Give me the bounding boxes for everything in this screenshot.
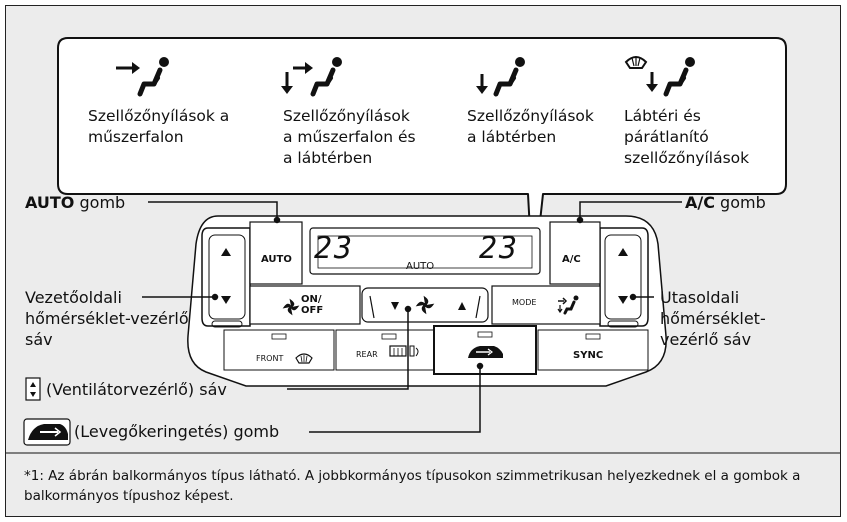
passenger-temp-line3: vezérlő sáv [660,330,752,349]
sync-button-label: SYNC [573,350,604,361]
front-defrost-icon [295,353,313,364]
driver-temp-callout: Vezetőoldali hőmérséklet-vezérlő sáv [25,287,189,350]
vent-feet-defrost-icon [624,56,695,97]
leader-lines [142,201,682,433]
mode-2-line1: Szellőzőnyílások [283,107,410,125]
auto-callout-rest: gomb [74,193,126,212]
display-left-temp: 23 [314,231,355,266]
mode-vent-icon [557,295,579,315]
rear-defrost-button[interactable] [335,329,443,371]
auto-button[interactable] [249,221,303,285]
ac-callout-bold: A/C [685,193,715,212]
climate-control-diagram [6,37,840,454]
diagram-frame: Szellőzőnyílások a műszerfalon Szellőzőn… [5,5,841,517]
mode-button-label: MODE [512,298,537,307]
auto-callout-bold: AUTO [25,193,75,212]
fan-down-arrow [391,302,399,310]
mode-3-label: Szellőzőnyílások a lábtérben [467,106,594,148]
auto-callout: AUTO gomb [25,192,125,213]
on-off-bottom: OFF [301,305,324,316]
fan-callout: (Ventilátorvezérlő) sáv [46,380,227,399]
ac-button[interactable] [549,221,601,285]
mode-3-line2: a lábtérben [467,128,557,146]
passenger-temp-callout: Utasoldali hőmérséklet- vezérlő sáv [660,287,766,350]
recirculation-button[interactable] [433,325,537,375]
mode-1-line1: Szellőzőnyílások a [88,107,230,125]
sync-button[interactable] [537,329,649,371]
auto-button-label: AUTO [261,254,292,265]
fan-up-arrow [458,302,466,310]
mode-4-line2: párátlanító [624,128,709,146]
fan-bar-legend-icon [25,377,41,401]
mode-button[interactable] [491,285,601,325]
ac-callout: A/C gomb [685,192,766,213]
fan-icon [415,295,435,315]
vent-feet-icon [476,57,525,97]
driver-temp-line1: Vezetőoldali [25,288,122,307]
display-right-temp: 23 [479,231,520,266]
passenger-temp-line2: hőmérséklet- [660,309,766,328]
mode-4-line3: szellőzőnyílások [624,149,750,167]
recirculation-legend-icon [23,418,71,446]
mode-1-label: Szellőzőnyílások a műszerfalon [88,106,229,148]
vent-face-feet-icon [281,57,342,97]
on-off-button[interactable] [249,285,361,325]
passenger-temp-rocker[interactable] [599,227,649,328]
mode-4-label: Lábtéri és párátlanító szellőzőnyílások [624,106,749,169]
front-button-label: FRONT [256,354,284,363]
on-off-fan-icon [282,298,300,316]
mode-2-label: Szellőzőnyílások a műszerfalon és a lábt… [283,106,416,169]
front-defrost-button[interactable] [223,329,335,371]
mode-4-line1: Lábtéri és [624,107,701,125]
mode-3-line1: Szellőzőnyílások [467,107,594,125]
mode-1-line2: műszerfalon [88,128,184,146]
rear-defrost-icon [389,345,419,357]
display-mode: AUTO [406,261,435,272]
driver-temp-line3: sáv [25,330,53,349]
rear-button-label: REAR [356,350,378,359]
ac-button-label: A/C [562,254,581,265]
mode-2-line2: a műszerfalon és [283,128,416,146]
vent-face-icon [116,57,169,97]
footnote: *1: Az ábrán balkormányos típus látható.… [24,468,801,504]
on-off-label: ON/ OFF [301,294,323,316]
passenger-temp-line1: Utasoldali [660,288,740,307]
display [309,227,541,275]
driver-temp-line2: hőmérséklet-vezérlő [25,309,189,328]
mode-2-line3: a lábtérben [283,149,373,167]
driver-temp-rocker[interactable] [201,227,251,328]
on-off-top: ON/ [301,294,322,305]
ac-callout-rest: gomb [714,193,766,212]
recirculation-callout: (Levegőkeringetés) gomb [74,422,280,441]
